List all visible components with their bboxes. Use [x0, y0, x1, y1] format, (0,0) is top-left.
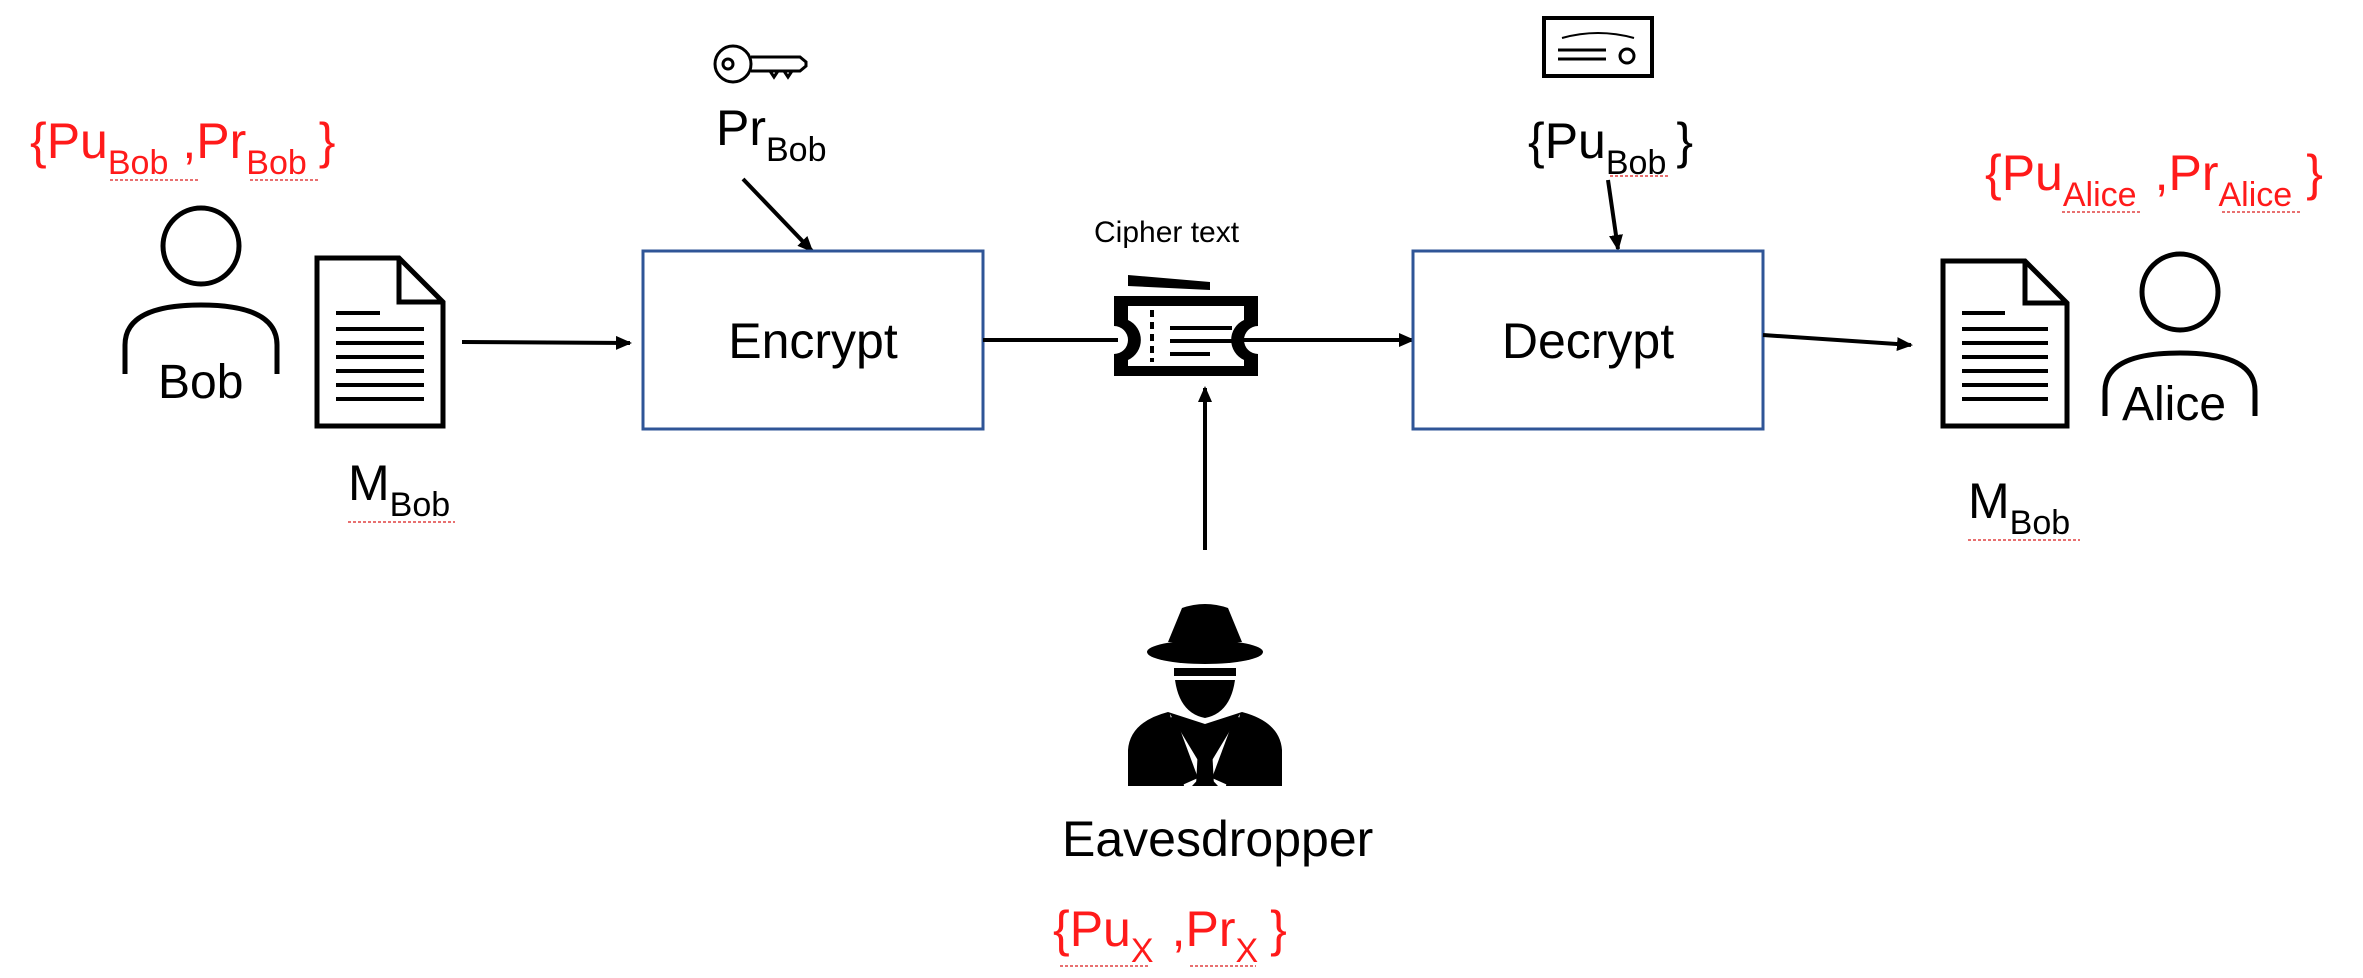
- eavesdropper-keypair: {PuX,PrX}: [1053, 901, 1287, 970]
- alice-message-label: MBob: [1968, 473, 2080, 542]
- arrow-message-to-encrypt: [461, 335, 632, 350]
- arrow-decrypt-to-message: [1762, 333, 1913, 352]
- svg-text:MBob: MBob: [348, 455, 450, 524]
- bob-name: Bob: [158, 356, 243, 409]
- bob-message-label: MBob: [348, 455, 455, 524]
- svg-text:PrBob: PrBob: [716, 100, 827, 169]
- alice-document-icon: [1940, 258, 2070, 429]
- eavesdropper-name: Eavesdropper: [1062, 811, 1373, 867]
- cipher-text-label: Cipher text: [1094, 216, 1240, 249]
- decrypt-box: [1411, 249, 1765, 431]
- alice-name: Alice: [2122, 378, 2226, 431]
- svg-text:{PuBob}: {PuBob}: [1528, 113, 1693, 182]
- svg-text:MBob: MBob: [1968, 473, 2070, 542]
- arrow-certificate-to-decrypt: [1606, 179, 1623, 251]
- bob-person-icon: [122, 205, 280, 374]
- bob-keypair: {PuBob,PrBob}: [30, 113, 335, 182]
- key-icon: [713, 44, 808, 84]
- svg-text:{PuX,PrX}: {PuX,PrX}: [1053, 901, 1287, 970]
- spy-icon: [1128, 604, 1282, 786]
- ticket-icon: [1114, 275, 1258, 376]
- alice-person-icon: [2102, 251, 2258, 416]
- public-key-label: {PuBob}: [1528, 113, 1693, 182]
- private-key-label: PrBob: [716, 100, 827, 169]
- certificate-icon: [1542, 16, 1654, 78]
- svg-text:{PuBob,PrBob}: {PuBob,PrBob}: [30, 113, 335, 182]
- decrypt-label: Decrypt: [1502, 313, 1674, 369]
- arrow-key-to-encrypt: [741, 177, 814, 253]
- svg-text:{PuAlice,PrAlice}: {PuAlice,PrAlice}: [1985, 145, 2323, 214]
- alice-keypair: {PuAlice,PrAlice}: [1985, 145, 2323, 214]
- bob-document-icon: [314, 255, 446, 429]
- encrypt-label: Encrypt: [728, 313, 898, 369]
- encrypt-box: [641, 249, 985, 431]
